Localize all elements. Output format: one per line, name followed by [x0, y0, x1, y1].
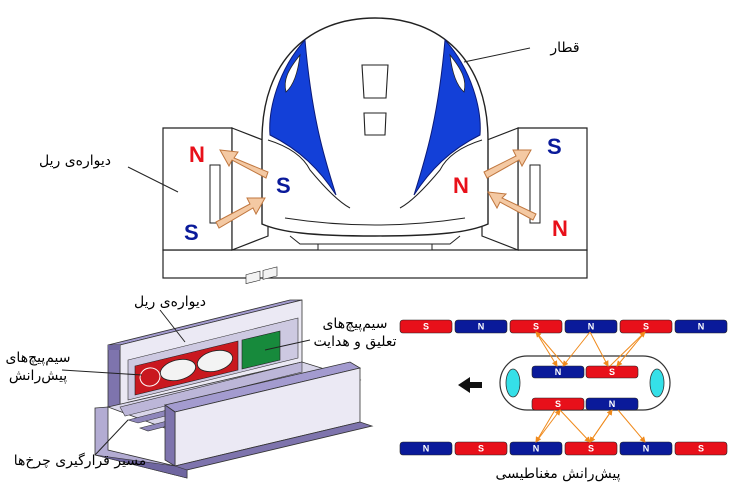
magnet-label-bottom-track-0: N — [423, 444, 430, 454]
magnet-label-top-track-5: N — [698, 322, 705, 332]
magnet-label-bottom-track-4: N — [643, 444, 650, 454]
magnet-top-track-0 — [399, 319, 453, 334]
wheel-track-label: مسیر قرارگیری چرخ‌ها — [14, 452, 147, 469]
vehicle-left-window — [505, 368, 521, 398]
magnet-bottom-track-1 — [454, 441, 508, 456]
magnet-top-track-5 — [674, 319, 728, 334]
left-arrow-icon — [458, 377, 482, 393]
force-arrow-right-top — [483, 149, 532, 179]
pole-train-right: N — [453, 173, 469, 198]
magnet-label-vehicle-bottom-0: S — [555, 399, 561, 409]
magnet-label-top-track-1: N — [478, 322, 485, 332]
magnet-label-vehicle-bottom-1: N — [609, 399, 616, 409]
force-arrow-right-bottom — [487, 191, 537, 221]
magnet-label-bottom-track-5: S — [698, 444, 704, 454]
magnet-label-top-track-3: N — [588, 322, 595, 332]
magnetic-propulsion-label: پیش‌رانش مغناطیسی — [495, 466, 620, 482]
magnet-label-vehicle-top-1: S — [609, 367, 615, 377]
magnet-vehicle-top-1 — [585, 365, 639, 379]
magnet-label-bottom-track-1: S — [478, 444, 484, 454]
pole-left-wall-top: N — [189, 142, 205, 167]
pole-train-left: S — [276, 173, 291, 198]
magnet-label-top-track-2: S — [533, 322, 539, 332]
magnet-label-top-track-0: S — [423, 322, 429, 332]
magnet-top-track-1 — [454, 319, 508, 334]
vehicle-right-window — [649, 368, 665, 398]
train-window-top — [361, 64, 389, 99]
guideway-base — [162, 249, 588, 279]
vehicle-capsule — [499, 355, 671, 411]
field-lines — [535, 331, 646, 443]
magnet-bottom-track-5 — [674, 441, 728, 456]
force-arrow-left-top — [219, 149, 269, 179]
magnet-vehicle-top-0 — [531, 365, 585, 379]
rail-wall-label-top: دیواره‌ی ریل — [39, 153, 111, 169]
top-cross-section: N S S N S N قطار دیواره‌ی ریل — [39, 17, 588, 279]
rail-wall-label-bottom: دیواره‌ی ریل — [134, 294, 206, 310]
magnet-label-bottom-track-2: N — [533, 444, 540, 454]
levitation-coils — [241, 266, 281, 370]
pole-right-wall-bottom: N — [552, 216, 568, 241]
magnet-label-bottom-track-3: S — [588, 444, 594, 454]
guideway-3d — [94, 266, 374, 479]
pole-right-wall-top: S — [547, 134, 562, 159]
train-window-bottom — [363, 112, 387, 136]
magnet-bottom-track-0 — [399, 441, 453, 456]
pole-left-wall-bottom: S — [184, 220, 199, 245]
force-arrow-left-bottom — [215, 197, 266, 229]
propulsion-coils — [134, 340, 239, 396]
magnet-top-track-4 — [619, 319, 673, 334]
train-label: قطار — [549, 40, 579, 56]
magnet-bottom-track-4 — [619, 441, 673, 456]
magnet-label-top-track-4: S — [643, 322, 649, 332]
magnet-label-vehicle-top-0: N — [555, 367, 562, 377]
